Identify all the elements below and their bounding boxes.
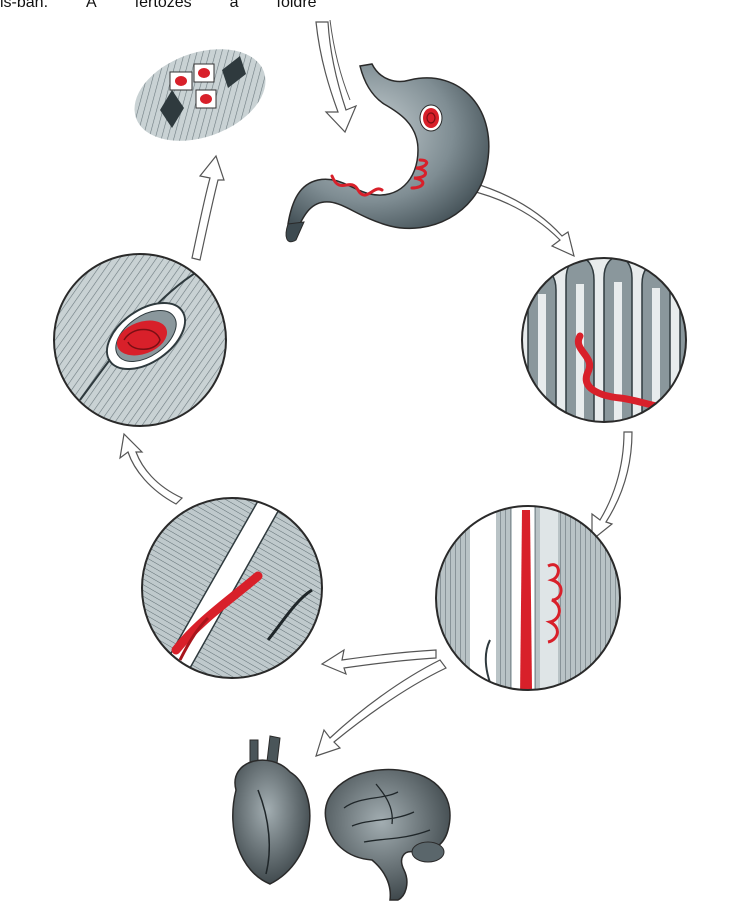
arrow-stomach-to-villi: [468, 182, 574, 256]
stomach-icon: [286, 64, 489, 242]
arrow-muscle-to-fragments: [192, 156, 224, 260]
blood-vessel-larva-icon: [142, 480, 330, 700]
arrow-villi-to-wall: [592, 432, 632, 540]
arrow-into-stomach: [316, 20, 356, 132]
arrow-wall-to-vessel: [322, 650, 436, 674]
heart-icon: [233, 736, 310, 884]
meat-fragments-icon: [122, 32, 279, 157]
arrow-vessel-to-muscle: [120, 434, 182, 504]
brain-icon: [325, 770, 450, 900]
arrow-to-organs: [316, 660, 446, 756]
encysted-larva-muscle-icon: [54, 254, 226, 426]
intestinal-villi-icon: [522, 257, 706, 434]
